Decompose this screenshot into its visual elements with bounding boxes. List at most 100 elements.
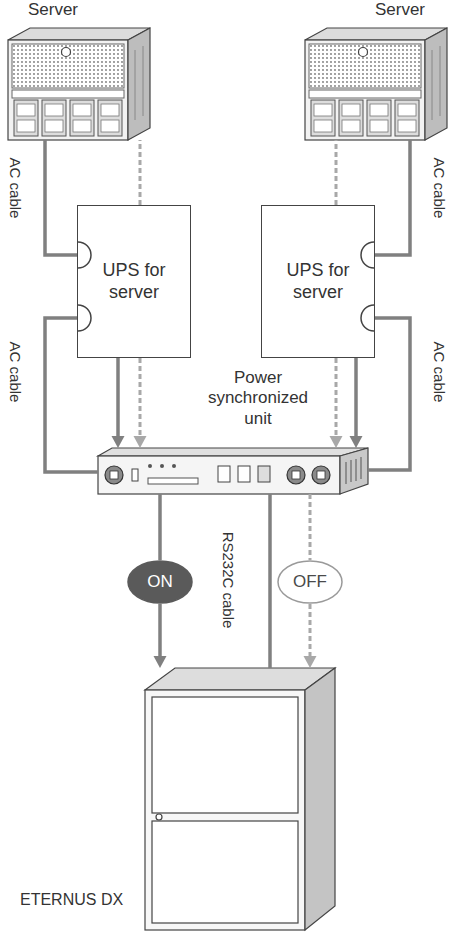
power-sync-unit-illustration bbox=[317, 471, 325, 479]
server-illustration bbox=[14, 100, 38, 136]
power-sync-unit-illustration bbox=[132, 469, 138, 481]
storage-cabinet-illustration bbox=[305, 668, 335, 930]
server-node: Server bbox=[305, 28, 447, 140]
cable-label: AC cable bbox=[6, 340, 24, 405]
signal-line bbox=[309, 494, 312, 560]
server-illustration bbox=[101, 104, 119, 116]
node-label: ON bbox=[147, 572, 173, 592]
power-sync-unit-illustration bbox=[98, 456, 340, 494]
server-illustration bbox=[8, 40, 128, 140]
arrow-head bbox=[350, 436, 363, 448]
power-sync-unit-illustration bbox=[340, 448, 368, 494]
node-label: UPS for server bbox=[84, 260, 184, 303]
storage-cabinet-illustration bbox=[145, 668, 335, 930]
signal-connector bbox=[140, 140, 141, 205]
state-ellipse: ON bbox=[127, 560, 193, 604]
power-sync-unit-illustration bbox=[160, 464, 164, 468]
power-sync-unit-illustration bbox=[218, 466, 230, 482]
ups-box: UPS for server bbox=[77, 205, 191, 358]
cable-connector bbox=[45, 140, 77, 255]
arrow-head bbox=[112, 436, 125, 448]
server-illustration bbox=[128, 28, 150, 140]
server-illustration bbox=[98, 100, 122, 136]
ups-socket bbox=[78, 242, 374, 331]
power-sync-unit-illustration bbox=[356, 459, 357, 481]
server-illustration bbox=[45, 120, 63, 132]
signal-line bbox=[335, 140, 338, 205]
server-illustration bbox=[42, 100, 66, 136]
power-sync-unit-illustration bbox=[98, 448, 368, 456]
storage-cabinet-illustration bbox=[145, 690, 305, 930]
server-illustration bbox=[12, 44, 124, 88]
cable-connector bbox=[350, 358, 363, 448]
storage-cabinet-illustration bbox=[145, 668, 335, 690]
cable-connector bbox=[154, 604, 167, 668]
storage-cabinet-illustration bbox=[152, 821, 298, 923]
signal-line bbox=[139, 358, 142, 438]
cable-connector bbox=[45, 318, 98, 472]
ellipse-shape bbox=[278, 561, 342, 603]
server-illustration bbox=[73, 120, 91, 132]
arrow-head bbox=[134, 436, 147, 448]
cable-line bbox=[45, 318, 98, 472]
server-illustration bbox=[143, 46, 144, 116]
server-illustration bbox=[305, 28, 447, 140]
cable-label: RS232C cable bbox=[219, 530, 237, 631]
cable-line bbox=[268, 494, 272, 668]
power-sync-unit-illustration bbox=[110, 471, 118, 479]
power-sync-unit-illustration bbox=[312, 466, 330, 484]
node-label: OFF bbox=[293, 572, 327, 592]
server-illustration bbox=[8, 28, 150, 140]
signal-line bbox=[309, 604, 312, 658]
node-heading: Power synchronized unit bbox=[203, 368, 313, 429]
cable-connector bbox=[270, 494, 271, 668]
server-illustration bbox=[70, 100, 94, 136]
ups-socket bbox=[361, 242, 374, 268]
cable-connector bbox=[160, 494, 161, 560]
ups-socket bbox=[361, 305, 374, 331]
cable-line bbox=[116, 358, 120, 438]
node-heading: ETERNUS DX bbox=[20, 890, 138, 909]
power-sync-unit-illustration bbox=[148, 464, 152, 468]
server-illustration bbox=[12, 90, 124, 98]
signal-connector bbox=[330, 358, 343, 448]
server-illustration bbox=[101, 120, 119, 132]
server-node: Server bbox=[8, 28, 150, 140]
power-sync-unit-illustration bbox=[238, 466, 250, 482]
arrow-head bbox=[330, 436, 343, 448]
power-sync-unit-illustration bbox=[98, 448, 368, 494]
server-illustration bbox=[8, 28, 150, 40]
storage-cabinet-illustration bbox=[156, 814, 162, 820]
signal-connector bbox=[134, 358, 147, 448]
power-sync-unit-illustration bbox=[361, 457, 362, 479]
server-illustration bbox=[17, 104, 35, 116]
power-sync-unit-illustration bbox=[287, 466, 305, 484]
node-heading: Server bbox=[8, 0, 98, 20]
signal-line bbox=[335, 358, 338, 438]
signal-connector bbox=[310, 494, 311, 560]
signal-connector bbox=[336, 140, 337, 205]
cable-label: AC cable bbox=[6, 156, 24, 221]
cable-line bbox=[158, 494, 162, 560]
power-sync-unit-illustration bbox=[172, 464, 176, 468]
signal-connector bbox=[304, 604, 317, 668]
signal-line bbox=[139, 140, 142, 205]
node-heading: Server bbox=[355, 0, 445, 20]
state-ellipse: OFF bbox=[277, 560, 343, 604]
cable-line bbox=[158, 604, 162, 658]
server-illustration bbox=[45, 104, 63, 116]
server-illustration bbox=[135, 50, 136, 120]
arrow-head bbox=[154, 656, 167, 668]
arrow-head bbox=[304, 656, 317, 668]
ups-socket bbox=[78, 242, 91, 268]
power-sync-unit-illustration bbox=[105, 466, 123, 484]
server-illustration bbox=[73, 104, 91, 116]
power-sync-unit-illustration bbox=[258, 466, 270, 482]
power-sync-unit-illustration bbox=[148, 478, 198, 484]
cable-connector bbox=[375, 140, 410, 255]
server-illustration bbox=[62, 48, 71, 57]
power-sync-unit: Power synchronized unit bbox=[98, 448, 368, 494]
